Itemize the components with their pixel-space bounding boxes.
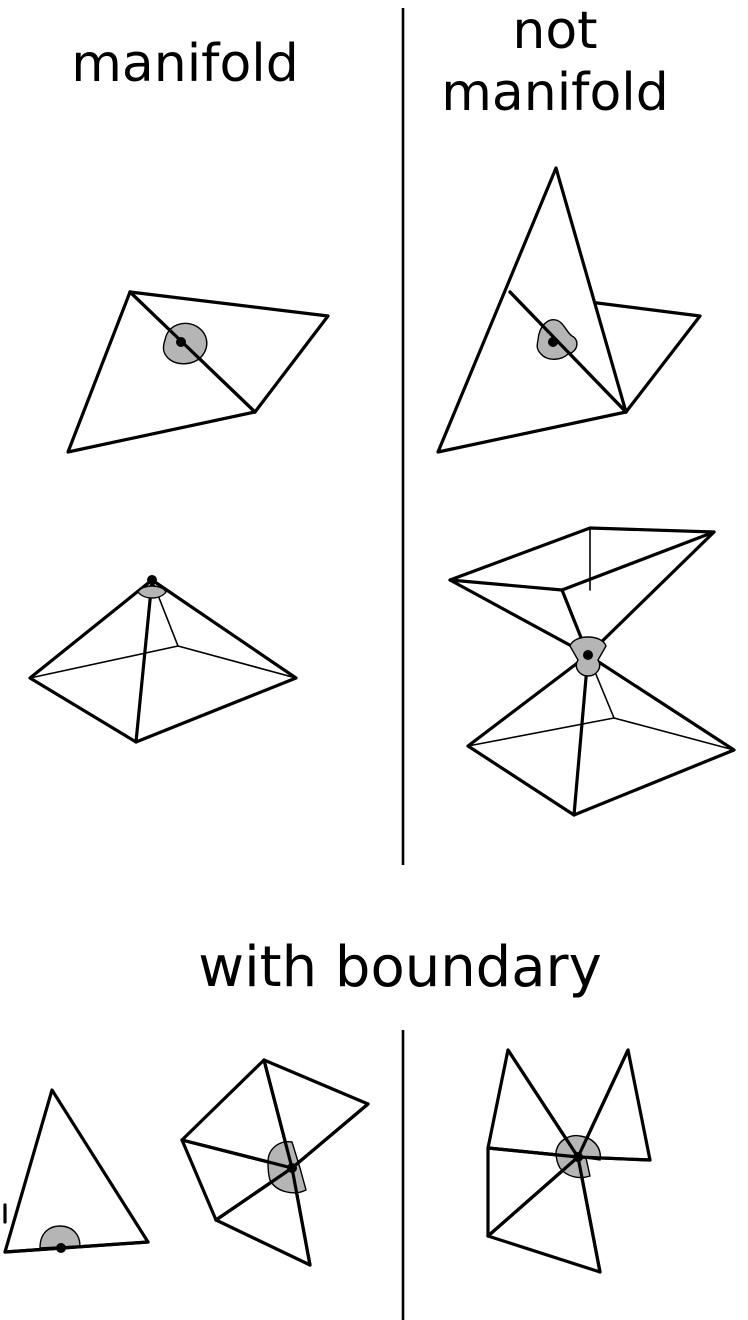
lower-front-edge <box>572 653 590 817</box>
hidden-edge-3 <box>177 645 297 679</box>
edge-d <box>576 1155 652 1162</box>
front-edge <box>134 578 154 744</box>
not-manifold-line2: manifold <box>441 63 669 123</box>
boundary-point <box>56 1243 66 1253</box>
apex-vertex <box>147 575 157 585</box>
half-disk-neighborhood <box>39 1225 81 1249</box>
edge-f <box>486 1155 580 1238</box>
with-boundary-heading: with boundary <box>198 935 602 1000</box>
spoke-2-over <box>262 1058 294 1170</box>
manifold-vertex-example <box>28 575 298 744</box>
edge-point <box>548 337 558 347</box>
edge-a <box>506 1048 580 1159</box>
edge-c <box>486 1146 580 1159</box>
not-manifold-heading: not manifold <box>415 5 695 129</box>
nonmanifold-vertex-example <box>448 526 736 817</box>
boundary-triangle-example <box>3 1088 150 1254</box>
pyramid-outline <box>28 578 298 744</box>
hidden-edge-2 <box>29 645 179 679</box>
boundary-triangle <box>3 1088 150 1254</box>
edge-e <box>576 1155 602 1274</box>
boundary-edge <box>3 1240 150 1254</box>
lower-hidden-edge-2 <box>467 717 615 747</box>
lower-cone-outline <box>466 653 736 817</box>
pinch-vertex <box>573 1152 583 1162</box>
nonmanifold-boundary-example <box>486 1048 652 1274</box>
quad-outline <box>66 290 330 454</box>
upper-rim-edge-2 <box>560 530 716 592</box>
spoke-1-over <box>180 1138 294 1170</box>
boundary-fan-example <box>180 1058 370 1267</box>
edge-b <box>576 1048 630 1159</box>
lower-hidden-edge-3 <box>613 717 735 751</box>
edge-point <box>176 337 186 347</box>
boundary-edge-1 <box>290 1166 312 1267</box>
manifold-heading: manifold <box>71 34 299 94</box>
front-triangle <box>436 166 628 454</box>
nonmanifold-edge-example <box>436 166 702 454</box>
boundary-edge-2 <box>290 1102 370 1170</box>
spoke-3-over <box>214 1166 294 1222</box>
boundary-vertex <box>287 1163 297 1173</box>
not-manifold-line1: not <box>512 1 598 61</box>
shared-edge-over <box>508 290 628 414</box>
pinch-vertex <box>583 650 593 660</box>
apex-neighborhood <box>137 585 167 599</box>
manifold-edge-example <box>66 290 330 454</box>
shared-edge-over <box>128 290 257 414</box>
upper-rim-edge-1 <box>448 578 564 592</box>
